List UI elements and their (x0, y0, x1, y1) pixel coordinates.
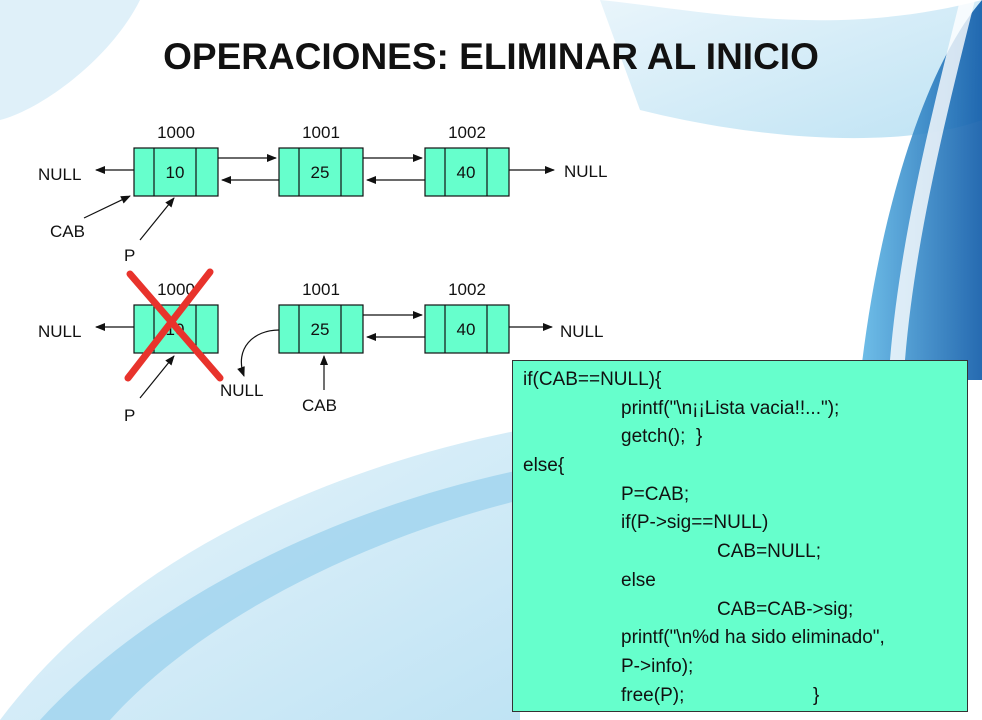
code-text: printf("\n¡¡Lista vacia!!..."); (621, 397, 840, 419)
bottom-row: 1000 10 1001 25 1002 40 NULL NULL NULL C… (38, 268, 603, 425)
p-label: P (124, 246, 135, 265)
null-right-label: NULL (564, 162, 607, 181)
code-text-tail: } (813, 684, 820, 706)
code-text: P->info); (621, 655, 694, 677)
code-text: printf("\n%d ha sido eliminado", (621, 627, 885, 649)
null-right-label: NULL (560, 322, 603, 341)
p-label: P (124, 406, 135, 425)
p-pointer-arrow (139, 197, 175, 241)
code-text: else (621, 569, 656, 591)
code-text: P=CAB; (621, 483, 690, 505)
cab-label: CAB (50, 222, 85, 241)
code-text: else{ (523, 455, 565, 477)
node-address: 1000 (157, 123, 195, 142)
code-block: if(CAB==NULL){ printf("\n¡¡Lista vacia!!… (512, 360, 968, 712)
node-address: 1001 (302, 280, 340, 299)
list-node: 1000 10 (133, 123, 219, 197)
node-value: 40 (457, 320, 476, 339)
top-row: 1000 10 1001 25 1002 40 NULL NULL CAB (38, 123, 607, 265)
prev-null-curve-arrow (237, 329, 280, 377)
list-node: 1002 40 (424, 123, 510, 197)
node-value: 10 (166, 163, 185, 182)
slide-title: OPERACIONES: ELIMINAR AL INICIO (163, 36, 819, 77)
code-line: printf("\n¡¡Lista vacia!!..."); (513, 395, 967, 424)
list-node: 1001 25 (278, 123, 364, 197)
code-line: P->info); (513, 653, 967, 682)
delete-cross-icon (124, 268, 224, 382)
null-prev-label: NULL (220, 381, 263, 400)
node-address: 1000 (157, 280, 195, 299)
code-line: if(P->sig==NULL) (513, 509, 967, 538)
code-line: CAB=CAB->sig; (513, 596, 967, 625)
p-pointer-arrow (139, 355, 175, 399)
cab-pointer-arrow (83, 195, 131, 219)
code-text: if(P->sig==NULL) (621, 512, 769, 534)
code-text: getch(); } (621, 426, 703, 448)
null-left-label: NULL (38, 322, 81, 341)
null-left-label: NULL (38, 165, 81, 184)
node-address: 1002 (448, 123, 486, 142)
node-address: 1002 (448, 280, 486, 299)
node-value: 40 (457, 163, 476, 182)
code-line: if(CAB==NULL){ (513, 366, 967, 395)
code-line: printf("\n%d ha sido eliminado", (513, 624, 967, 653)
node-address: 1001 (302, 123, 340, 142)
list-node: 1001 25 (278, 280, 364, 354)
code-line: getch(); } (513, 423, 967, 452)
code-line: else{ (513, 452, 967, 481)
code-line: P=CAB; (513, 481, 967, 510)
code-text: free(P); (621, 684, 685, 706)
code-line: free(P);} (513, 682, 967, 711)
cab-label: CAB (302, 396, 337, 415)
code-line: CAB=NULL; (513, 538, 967, 567)
code-text: CAB=NULL; (717, 541, 822, 563)
node-value: 25 (311, 163, 330, 182)
node-value: 25 (311, 320, 330, 339)
list-node: 1002 40 (424, 280, 510, 354)
code-text: CAB=CAB->sig; (717, 598, 854, 620)
code-line: else (513, 567, 967, 596)
code-text: if(CAB==NULL){ (523, 369, 662, 390)
